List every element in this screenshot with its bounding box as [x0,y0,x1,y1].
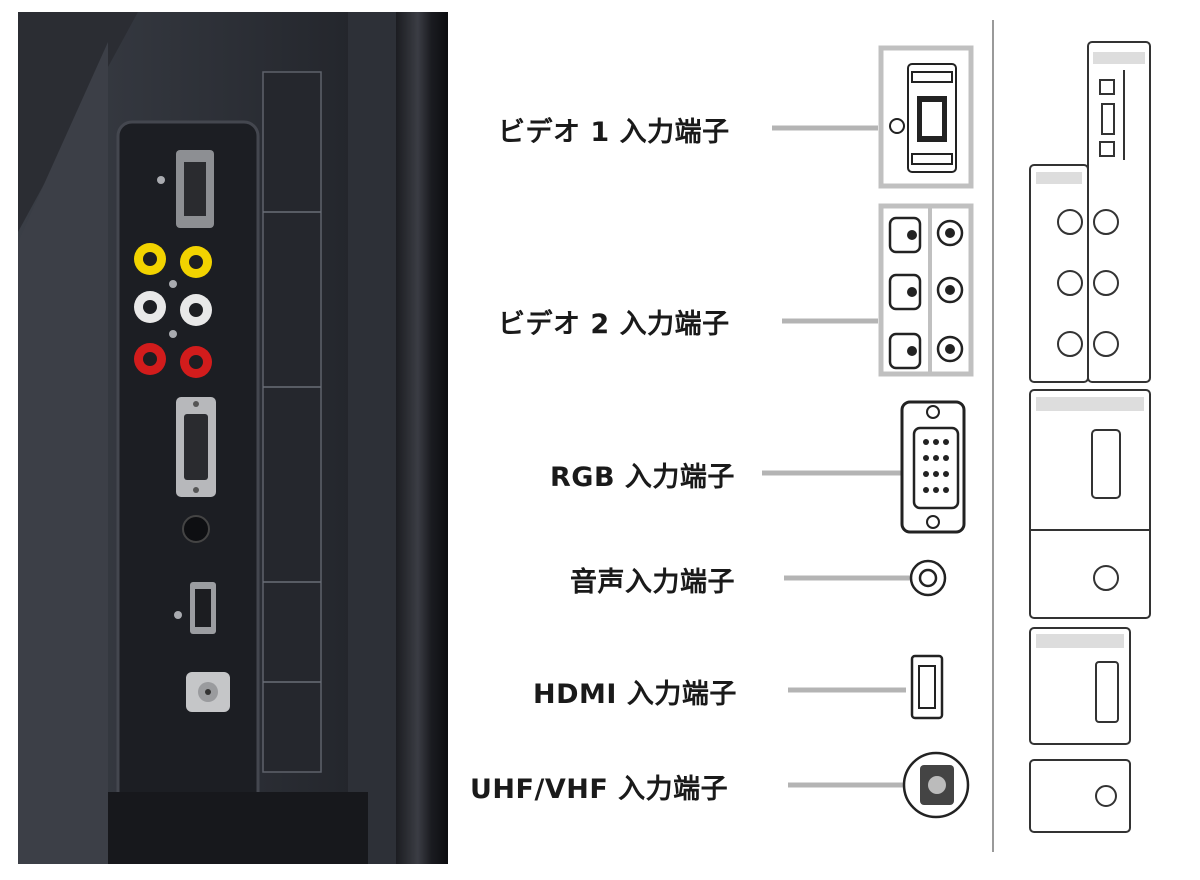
label-uhfvhf-input: UHF/VHF 入力端子 [470,774,729,805]
label-video2-input: ビデオ 2 入力端子 [498,309,730,340]
photo-rca-jacks [134,243,212,378]
leader-lines [762,125,920,788]
tv-side-panel-photo [18,12,448,864]
panel-section-antenna [1029,759,1131,833]
printed-panel-artwork [1029,41,1151,833]
diagram-audio-connector [909,559,947,597]
label-video1-input: ビデオ 1 入力端子 [498,117,730,148]
photo-video1-connector [157,150,214,228]
panel-section-pc [1029,389,1151,619]
diagram-video2-connector [878,203,974,377]
label-audio-input: 音声入力端子 [570,567,735,598]
diagram-hdmi-connector [910,654,944,720]
diagram-rgb-connector [900,400,966,534]
label-rgb-input: RGB 入力端子 [550,462,735,493]
diagram-uhfvhf-connector [902,751,970,819]
tv-bezel-left [18,42,108,864]
connector-diagram [762,20,1151,852]
diagram-video1-connector [878,45,974,189]
photo-hdmi-connector [174,582,216,634]
photo-rgb-connector [176,397,216,497]
printed-label-strip [262,71,322,773]
photo-antenna-connector [186,672,230,712]
tv-glossy-front [393,12,448,864]
panel-section-video1 [1087,41,1151,383]
photo-audio-jack [182,515,210,543]
label-hdmi-input: HDMI 入力端子 [533,679,737,710]
